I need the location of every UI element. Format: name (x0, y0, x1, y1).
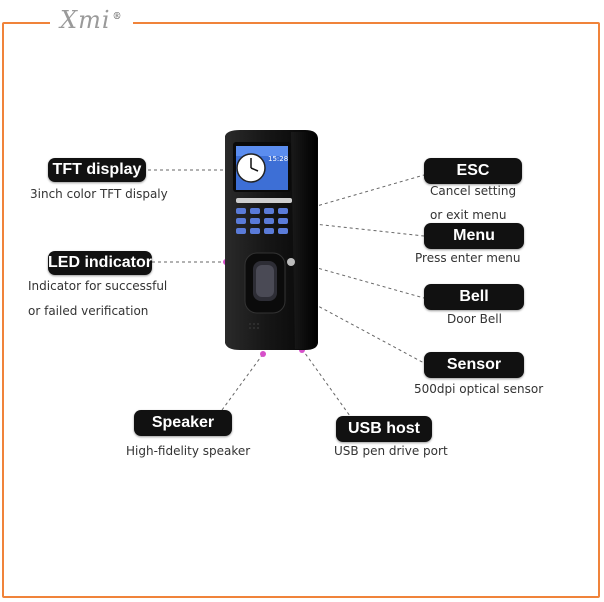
bell-desc: Door Bell (447, 312, 502, 326)
screen-time: 15:28 (268, 155, 288, 163)
sensor-label: Sensor (424, 352, 524, 378)
speaker-dot (260, 351, 266, 357)
esc-label: ESC (424, 158, 522, 184)
usb-leader-line (301, 348, 351, 417)
usb-host-title: USB host (348, 420, 420, 437)
usb-host-desc: USB pen drive port (334, 444, 448, 458)
tft-display-label: TFT display (48, 158, 146, 182)
led-indicator-title: LED indicator (48, 254, 153, 271)
menu-desc: Press enter menu (415, 251, 521, 265)
led-indicator-label: LED indicator (48, 251, 152, 275)
sensor-title: Sensor (446, 356, 502, 373)
usb-host-label: USB host (336, 416, 432, 442)
esc-leader-line (295, 174, 425, 213)
logo-text: Xmi (60, 6, 111, 34)
tft-display-desc: 3inch color TFT dispaly (30, 187, 168, 201)
speaker-title: Speaker (151, 414, 215, 431)
led-indicator-desc-line2: or failed verification (28, 304, 149, 318)
menu-label: Menu (424, 223, 524, 249)
menu-title: Menu (453, 227, 495, 244)
trademark-mark: ® (112, 12, 123, 22)
bell-label: Bell (424, 284, 524, 310)
orange-frame (2, 22, 600, 598)
fingerprint-terminal-device: 15:28 (225, 130, 318, 350)
led-indicator-desc-line1: Indicator for successful (28, 279, 168, 293)
sensor-leader-line (276, 283, 425, 364)
sensor-desc: 500dpi optical sensor (414, 382, 544, 396)
brand-logo: Xmi® (50, 6, 133, 34)
esc-desc-line2: or exit menu (430, 208, 507, 222)
speaker-desc: High-fidelity speaker (126, 444, 251, 458)
speaker-leader-line (221, 353, 264, 411)
bell-title: Bell (459, 288, 489, 305)
esc-title: ESC (456, 162, 490, 179)
tft-display-title: TFT display (52, 161, 142, 178)
speaker-label: Speaker (134, 410, 232, 436)
bell-leader-line (295, 261, 425, 299)
esc-desc-line1: Cancel setting (430, 184, 517, 198)
